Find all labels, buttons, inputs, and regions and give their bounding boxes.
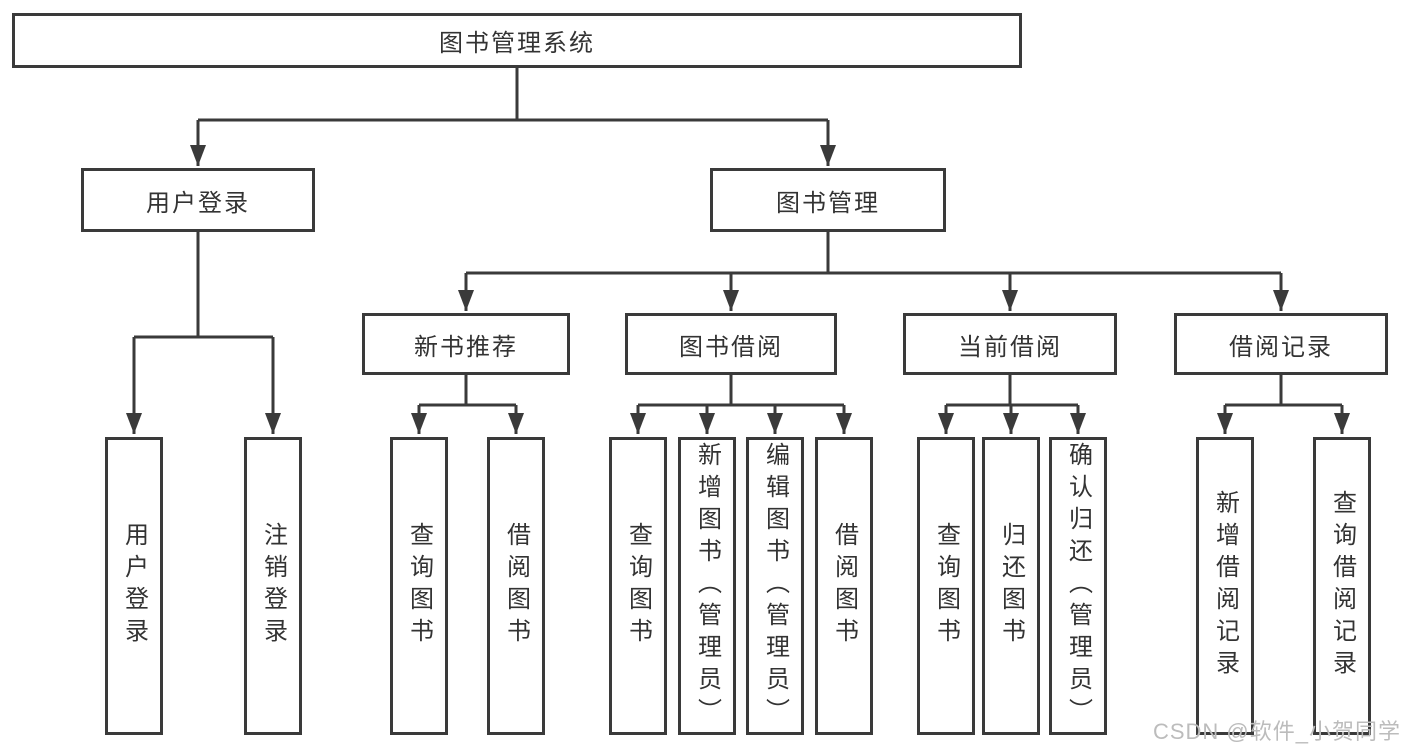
leaf-label: 借阅图书: [830, 522, 858, 650]
leaf-query-books-1: 查询图书: [390, 437, 448, 735]
leaf-confirm-return-admin: 确认归还（管理员）: [1049, 437, 1107, 735]
node-label: 当前借阅: [958, 333, 1062, 361]
node-label: 图书借阅: [679, 333, 783, 361]
leaf-label: 查询图书: [624, 522, 652, 650]
leaf-label: 查询借阅记录: [1328, 490, 1356, 682]
node-label: 图书管理: [776, 189, 880, 217]
leaf-edit-books-admin: 编辑图书（管理员）: [746, 437, 804, 735]
leaf-label: 用户登录: [120, 522, 148, 650]
leaf-query-books-3: 查询图书: [917, 437, 975, 735]
node-label: 新书推荐: [414, 333, 518, 361]
leaf-label: 新增图书（管理员）: [693, 442, 721, 730]
leaf-return-books: 归还图书: [982, 437, 1040, 735]
leaf-label: 注销登录: [259, 522, 287, 650]
node-user-login: 用户登录: [81, 168, 315, 232]
leaf-label: 编辑图书（管理员）: [761, 442, 789, 730]
node-label: 用户登录: [146, 189, 250, 217]
node-book-borrowing: 图书借阅: [625, 313, 837, 375]
leaf-user-login: 用户登录: [105, 437, 163, 735]
node-book-management: 图书管理: [710, 168, 946, 232]
leaf-query-borrow-record: 查询借阅记录: [1313, 437, 1371, 735]
node-current-borrowing: 当前借阅: [903, 313, 1117, 375]
leaf-label: 借阅图书: [502, 522, 530, 650]
leaf-label: 新增借阅记录: [1211, 490, 1239, 682]
leaf-label: 归还图书: [997, 522, 1025, 650]
leaf-label: 查询图书: [932, 522, 960, 650]
node-new-book-recommendation: 新书推荐: [362, 313, 570, 375]
node-borrowing-records: 借阅记录: [1174, 313, 1388, 375]
leaf-logout: 注销登录: [244, 437, 302, 735]
leaf-label: 查询图书: [405, 522, 433, 650]
node-label: 图书管理系统: [439, 30, 595, 57]
node-library-management-system: 图书管理系统: [12, 13, 1022, 68]
node-label: 借阅记录: [1229, 333, 1333, 361]
leaf-borrow-books-1: 借阅图书: [487, 437, 545, 735]
leaf-add-borrow-record: 新增借阅记录: [1196, 437, 1254, 735]
leaf-add-books-admin: 新增图书（管理员）: [678, 437, 736, 735]
leaf-query-books-2: 查询图书: [609, 437, 667, 735]
leaf-borrow-books-2: 借阅图书: [815, 437, 873, 735]
csdn-watermark: CSDN @软件_小贺同学: [1152, 719, 1401, 744]
leaf-label: 确认归还（管理员）: [1064, 442, 1092, 730]
